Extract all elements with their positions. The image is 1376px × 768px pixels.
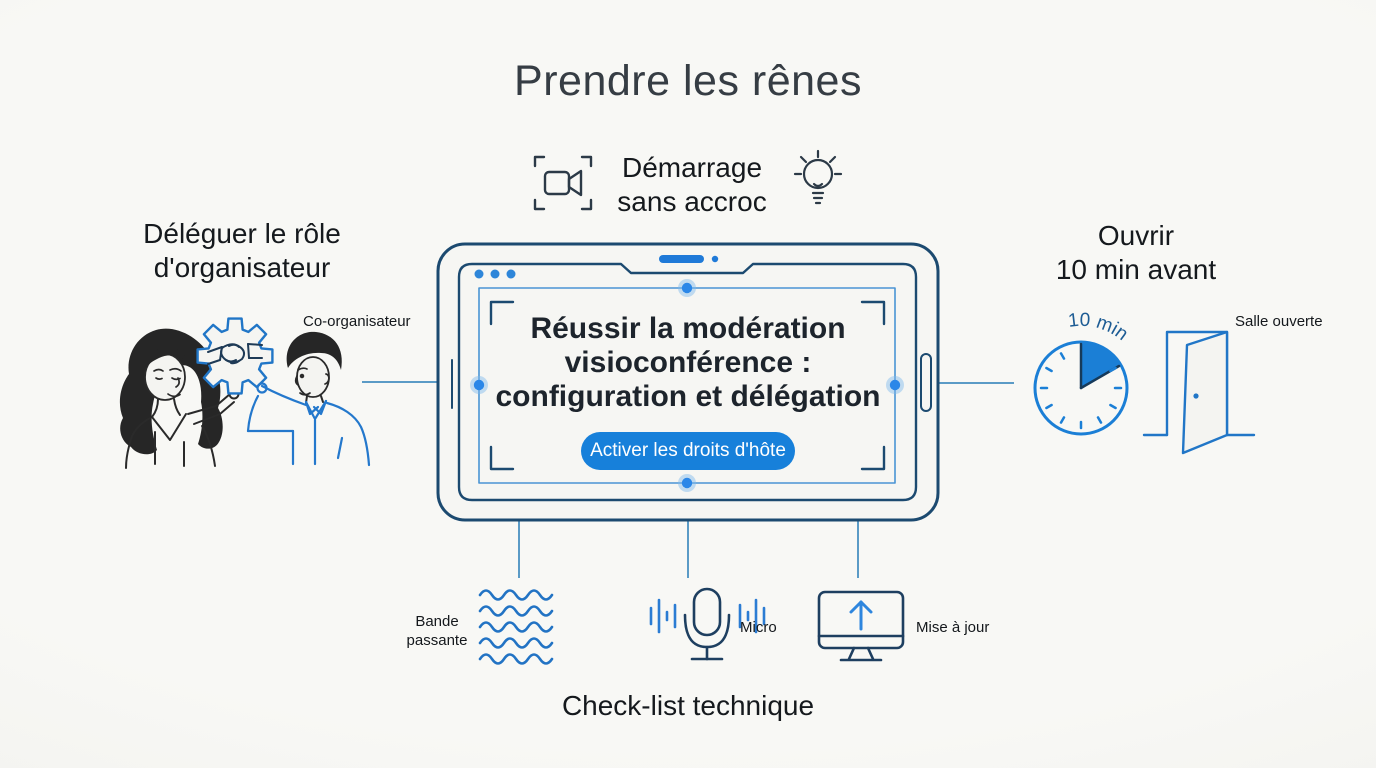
right-feature-heading: Ouvrir 10 min avant: [1036, 219, 1236, 287]
cog-handshake-icon: [196, 317, 274, 395]
man-figure: [246, 331, 371, 467]
tablet-headline-line2: visioconférence :: [564, 346, 812, 379]
checklist-heading: Check-list technique: [561, 690, 815, 721]
clock-ticks: [1039, 352, 1123, 430]
open-room-caption: Salle ouverte: [1235, 313, 1323, 330]
cog-handshake-people-icon: [119, 317, 371, 469]
activate-host-rights-button[interactable]: Activer les droits d'hôte: [581, 432, 795, 470]
connector-bandwidth: [518, 521, 520, 578]
open-door-icon: [1142, 330, 1256, 455]
tablet-camera-dot: [711, 255, 719, 263]
top-feature-heading: Démarrage sans accroc: [592, 151, 792, 219]
sound-bars: [649, 598, 766, 634]
right-feature-heading-line1: Ouvrir: [1097, 220, 1175, 251]
monitor-update-icon: [817, 590, 905, 662]
bandwidth-waves-icon: [478, 589, 554, 665]
video-camera-icon: [533, 155, 593, 211]
bandwidth-label: Bande passante: [406, 613, 468, 649]
micro-label: Micro: [740, 619, 777, 636]
microphone-icon: [649, 587, 766, 661]
tablet-illustration: [436, 242, 940, 522]
clock-10min-icon: 10 min: [1033, 310, 1132, 436]
connector-right: [938, 382, 1014, 384]
tablet-speaker-pill: [659, 255, 704, 263]
window-dots: [474, 269, 516, 279]
top-feature-heading-line1: Démarrage: [621, 152, 763, 183]
tablet-side-button: [920, 353, 932, 412]
man-shirt: [246, 382, 371, 467]
update-label: Mise à jour: [916, 619, 990, 636]
connector-micro: [687, 521, 689, 578]
connector-update: [857, 521, 859, 578]
tablet-screen: [457, 262, 918, 502]
glow-dots: [470, 279, 904, 492]
co-organizer-caption: Co-organisateur: [303, 313, 411, 330]
focus-corner-brackets: [489, 300, 886, 471]
tablet-headline-line1: Réussir la modération: [530, 312, 846, 345]
top-feature-heading-line2: sans accroc: [617, 186, 767, 217]
lightbulb-icon: [793, 149, 843, 205]
right-feature-heading-line2: 10 min avant: [1055, 254, 1217, 285]
connector-left: [362, 381, 438, 383]
tablet-headline-line3: configuration et délégation: [495, 380, 881, 413]
left-feature-heading-line2: d'organisateur: [153, 252, 331, 283]
clock-label-text: 10 min: [1067, 310, 1132, 345]
tablet-body: [436, 242, 940, 522]
page-title: Prendre les rênes: [514, 57, 862, 105]
handshake-icon: [207, 343, 263, 365]
left-feature-heading-line1: Déléguer le rôle: [143, 218, 341, 249]
up-arrow-icon: [849, 600, 873, 631]
clock-wedge: [1081, 342, 1121, 388]
door-knob: [1193, 393, 1199, 399]
tablet-headline: Réussir la modération visioconférence : …: [460, 312, 916, 414]
left-feature-heading: Déléguer le rôle d'organisateur: [92, 217, 392, 285]
